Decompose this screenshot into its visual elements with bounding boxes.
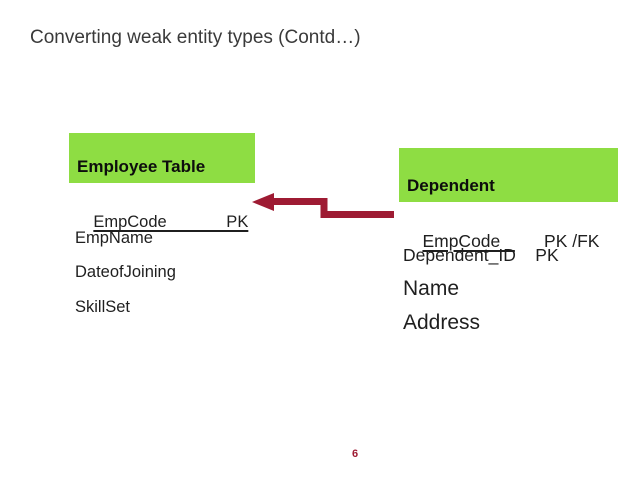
fk-arrow-shaft bbox=[272, 198, 394, 218]
dependent-row-name: Name bbox=[403, 277, 460, 300]
dependent-empcode-key-text: PK /FK bbox=[514, 231, 600, 251]
employee-row-skillset: SkillSet bbox=[75, 298, 131, 316]
employee-row-dateofjoining: DateofJoining bbox=[75, 263, 176, 281]
employee-table-header-label: Employee Table bbox=[77, 157, 206, 176]
slide-page-number: 6 bbox=[352, 448, 359, 460]
dependent-table-header-label: Dependent bbox=[407, 176, 495, 195]
employee-row-empname: EmpName bbox=[75, 229, 153, 247]
dependent-row-address: Address bbox=[403, 311, 481, 334]
dependent-row-dependent-id: Dependent_ID PK bbox=[403, 245, 559, 265]
employee-row-empcode: EmpCode PK bbox=[75, 194, 248, 251]
slide-title: Converting weak entity types (Contd…) bbox=[30, 27, 361, 48]
fk-arrow-head-icon bbox=[252, 193, 274, 211]
employee-empcode-pk-text: EmpCode PK bbox=[93, 213, 249, 231]
dependent-row-empcode: EmpCode PK /FK bbox=[403, 210, 599, 273]
dependent-table-header-box: Dependent bbox=[399, 148, 618, 202]
dependent-empcode-text: EmpCode bbox=[422, 231, 515, 251]
employee-table-header-box: Employee Table bbox=[69, 133, 255, 183]
